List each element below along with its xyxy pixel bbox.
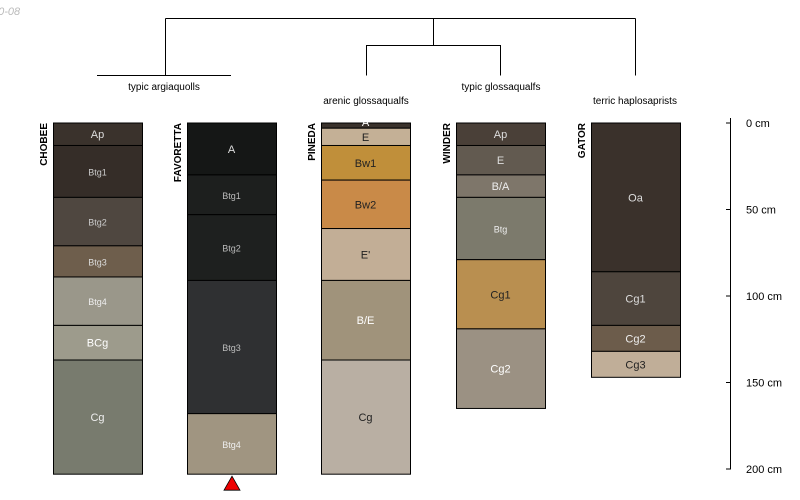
horizon-label: Cg3 [625,359,645,371]
profile-chobee: CHOBEE [39,122,143,475]
horizon-label: Btg2 [88,218,107,228]
horizon-label: Cg2 [490,364,510,376]
horizon [456,328,546,409]
horizon-label: Btg2 [222,244,241,254]
taxon-label: typic argiaquolls [128,82,200,93]
depth-axis: 0 cm 50 cm 100 cm 150 cm 200 cm [726,118,782,476]
horizon-label: E' [361,249,370,261]
horizon-label: E [362,132,369,144]
horizon [591,350,681,378]
taxon-label: arenic glossaqualfs [323,96,409,107]
axis-tick-label: 100 cm [746,291,782,303]
horizon [591,324,681,352]
horizon-label: B/E [357,315,375,327]
horizon-label: Btg1 [88,167,107,177]
taxon-label: typic glossaqualfs [462,82,541,93]
horizon-label: Btg4 [222,440,241,450]
profile-name: CHOBEE [39,123,50,166]
profile-name: GATOR [577,122,588,158]
profile-winder: WINDER [442,122,546,409]
horizon-label: Btg1 [222,191,241,201]
horizon-label: Cg1 [625,294,645,306]
horizon-label: Ap [494,129,507,141]
horizon-label: B/A [492,181,510,193]
horizon [456,259,546,330]
horizon-label: Btg3 [222,343,241,353]
horizon [53,359,143,475]
date-stamp: 10-08 [0,6,21,18]
horizon-label: A [362,117,370,129]
axis-tick-label: 150 cm [746,378,782,390]
horizon-label: Cg2 [625,333,645,345]
horizon [321,279,411,361]
horizon [591,122,681,273]
truncation-marker-icon [223,475,241,491]
horizon [53,196,143,247]
horizon [321,179,411,230]
horizon [456,196,546,261]
axis-tick-label: 50 cm [746,205,776,217]
taxon-label: terric haplosaprists [593,96,677,107]
horizon-label: Ap [91,129,104,141]
horizon-label: Cg [358,412,372,424]
dendrogram [97,18,636,76]
profile-name: FAVORETTA [173,123,184,182]
horizon [187,214,277,281]
horizon-label: Btg4 [88,297,107,307]
profile-gator: GATOR [577,122,681,378]
horizon [591,271,681,326]
horizon [456,144,546,176]
horizon-label: Oa [628,192,644,204]
profile-favoretta: FAVORETTA [173,122,277,491]
horizon-label: Btg3 [88,257,107,267]
horizon [53,245,143,278]
horizon [321,228,411,281]
horizon-label: Btg [494,225,508,235]
profile-name: PINEDA [307,123,318,161]
axis-tick-label: 0 cm [746,118,770,130]
horizon [187,413,277,475]
profile-pineda: PINEDA [307,122,411,475]
axis-tick-label: 200 cm [746,464,782,476]
horizon-label: A [228,144,236,156]
horizon-label: Bw2 [355,199,376,211]
horizon [187,279,277,415]
horizon-label: E [497,155,504,167]
horizon-label: BCg [87,338,108,350]
horizon-label: Bw1 [355,158,376,170]
horizon [321,359,411,475]
horizon [53,144,143,198]
horizon-label: Cg [90,412,104,424]
horizon [53,276,143,326]
profile-name: WINDER [442,122,453,163]
horizon-label: Cg1 [490,289,510,301]
